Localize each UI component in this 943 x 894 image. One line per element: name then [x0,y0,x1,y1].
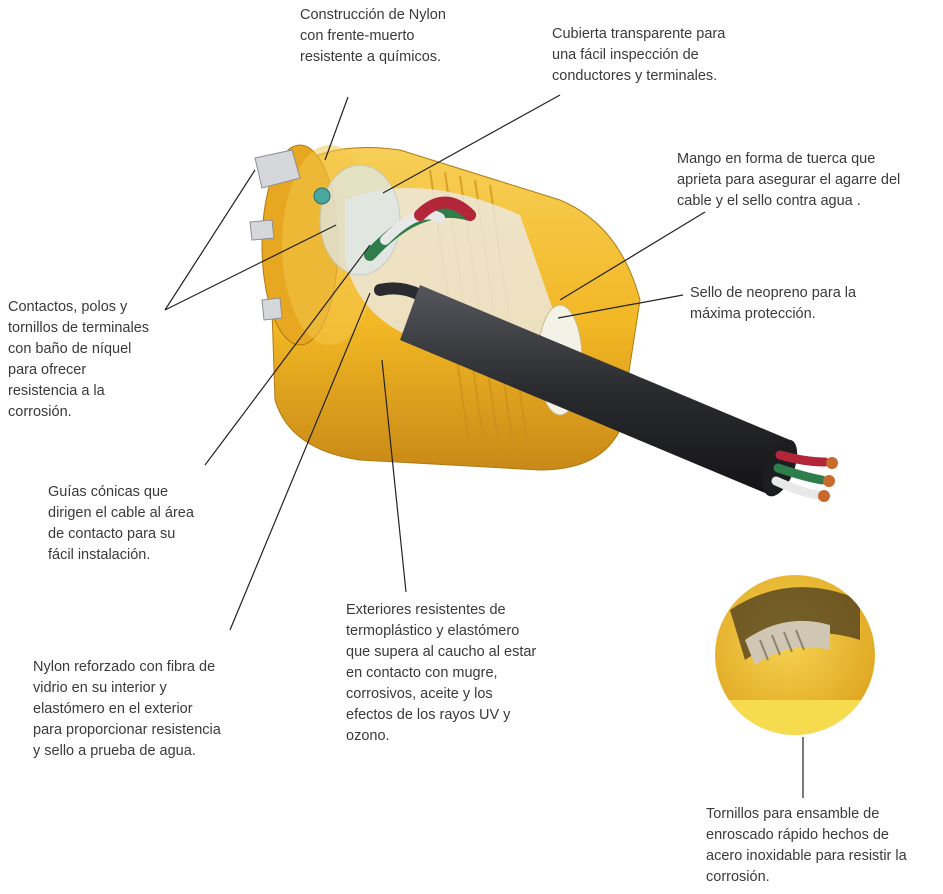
callout-nickel-contacts: Contactos, polos y tornillos de terminal… [8,297,149,423]
screw-detail-inset [715,575,885,740]
callout-thermoplastic-exterior: Exteriores resistentes de termoplástico … [346,600,536,747]
callout-stainless-screws: Tornillos para ensamble de enroscado ráp… [706,804,907,888]
callout-transparent-cover: Cubierta transparente para una fácil ins… [552,24,725,87]
callout-reinforced-nylon: Nylon reforzado con fibra de vidrio en s… [33,657,221,762]
callout-conical-guides: Guías cónicas que dirigen el cable al ár… [48,482,194,566]
callout-neoprene-seal: Sello de neopreno para la máxima protecc… [690,283,856,325]
callout-nut-handle: Mango en forma de tuerca que aprieta par… [677,149,900,212]
callout-nylon-construction: Construcción de Nylon con frente-muerto … [300,5,446,68]
